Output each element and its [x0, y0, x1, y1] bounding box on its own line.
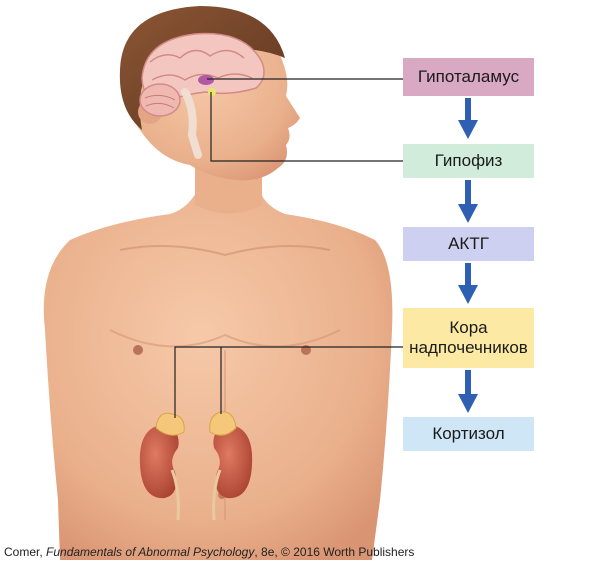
pituitary-box: Гипофиз: [403, 144, 534, 178]
arrow-down-icon: [458, 263, 478, 304]
arrow-down-icon: [458, 180, 478, 223]
cortisol-box: Кортизол: [403, 417, 534, 451]
cortisol-label: Кортизол: [432, 424, 504, 444]
hypothalamus-label: Гипоталамус: [418, 67, 519, 87]
arrow-down-icon: [458, 98, 478, 139]
pituitary-label: Гипофиз: [435, 151, 503, 171]
human-torso-illustration: [44, 150, 393, 560]
adrenal-cortex-box: Кора надпочечников: [403, 308, 534, 368]
caption-prefix: Comer,: [4, 545, 46, 559]
pituitary-marker: [208, 88, 216, 96]
hypothalamus-box: Гипоталамус: [403, 58, 534, 96]
arrow-down-icon: [458, 370, 478, 413]
adrenal-cortex-label-line2: надпочечников: [409, 338, 528, 358]
adrenal-cortex-label-line1: Кора: [449, 318, 487, 338]
caption-suffix: , 8e, © 2016 Worth Publishers: [254, 545, 414, 559]
acth-label: АКТГ: [448, 234, 489, 254]
caption-book-title: Fundamentals of Abnormal Psychology: [46, 545, 254, 559]
hypothalamus-marker: [198, 75, 214, 85]
acth-box: АКТГ: [403, 227, 534, 261]
source-caption: Comer, Fundamentals of Abnormal Psycholo…: [4, 545, 414, 559]
